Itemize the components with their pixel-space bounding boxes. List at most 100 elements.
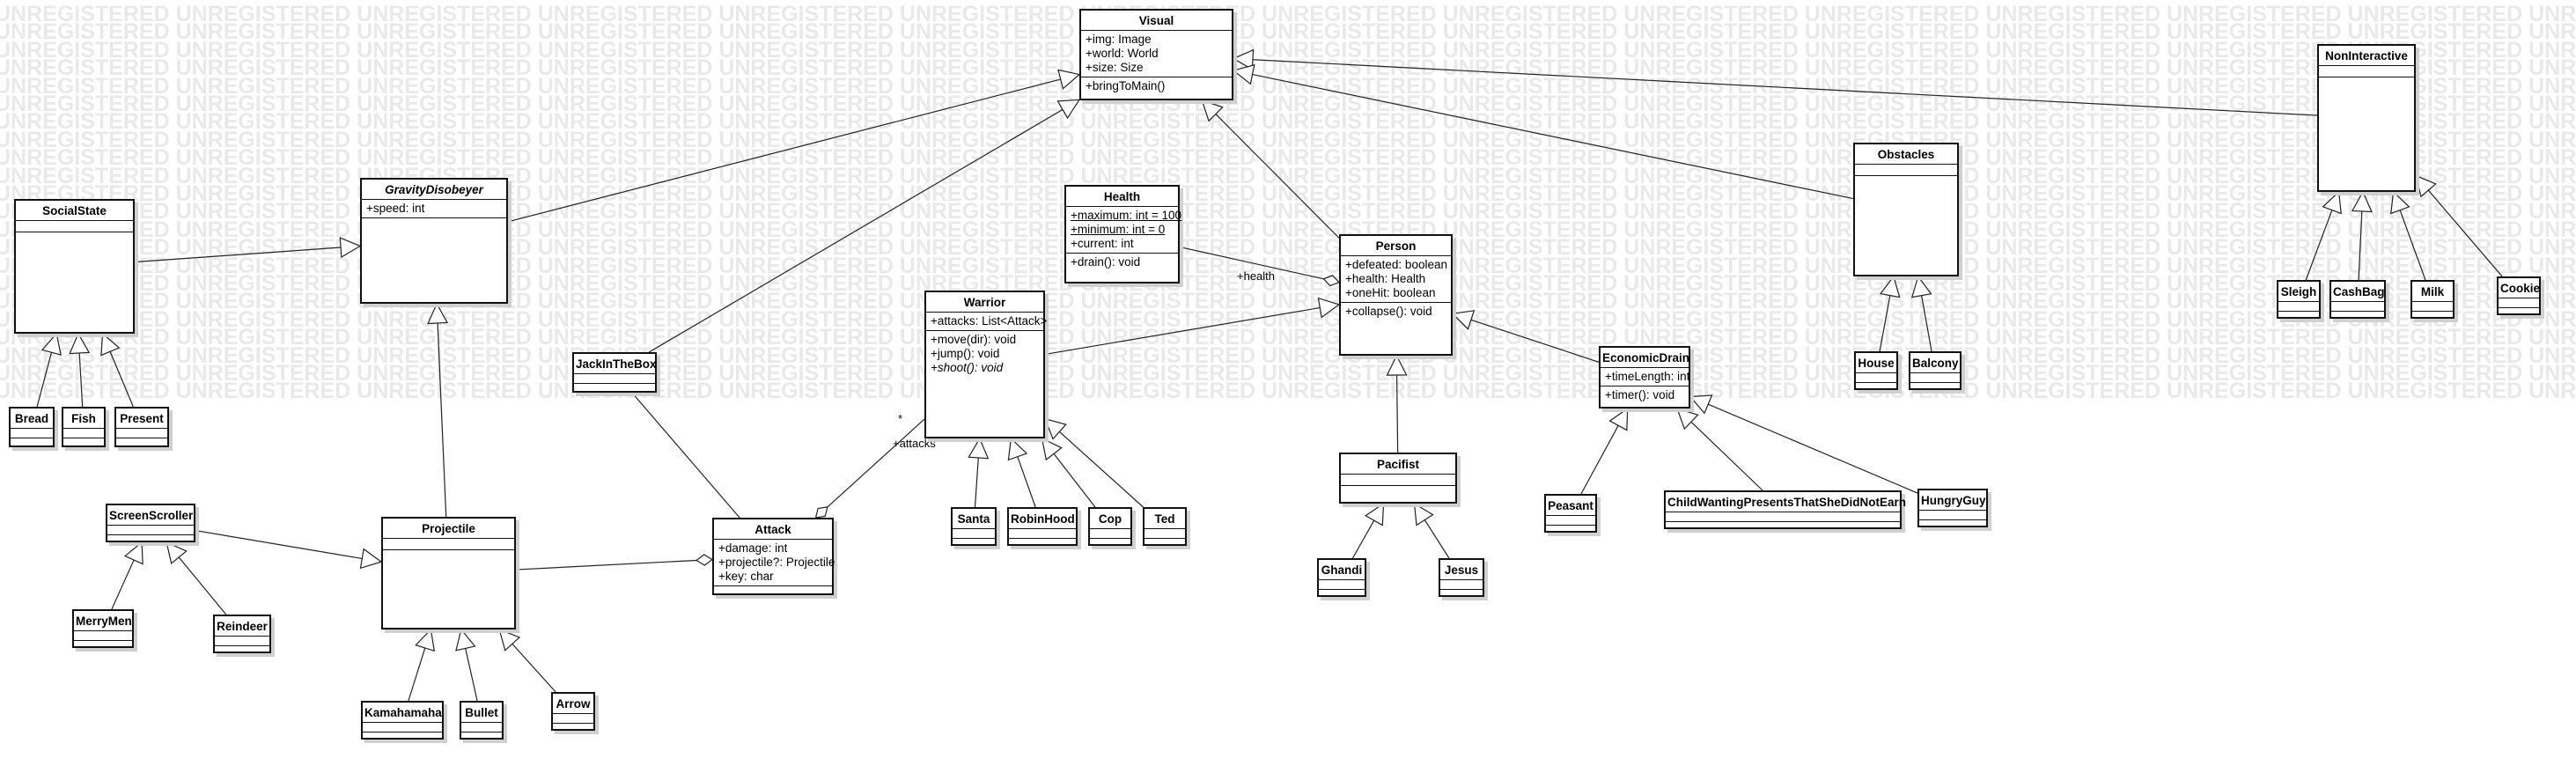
class-house[interactable]: House <box>1854 351 1898 390</box>
generalization-arrowhead <box>968 437 990 460</box>
attribute-section <box>2319 66 2414 77</box>
generalization-line <box>2358 210 2363 281</box>
attribute-section <box>1440 580 1483 590</box>
class-cashbag[interactable]: CashBag <box>2329 280 2386 319</box>
association-line <box>631 392 740 519</box>
class-noninteractive[interactable]: NonInteractive <box>2317 44 2416 192</box>
class-screenscroller[interactable]: ScreenScroller <box>106 504 195 542</box>
association-label-health: +health <box>1237 269 1276 283</box>
class-bread[interactable]: Bread <box>9 407 55 447</box>
generalization-line <box>974 457 979 508</box>
class-warrior[interactable]: Warrior +attacks: List<Attack> +move(dir… <box>924 291 1047 438</box>
attribute: +damage: int <box>718 541 788 555</box>
aggregation-diamond <box>814 506 828 519</box>
class-present[interactable]: Present <box>114 407 169 447</box>
class-bullet[interactable]: Bullet <box>460 701 504 740</box>
operation-section <box>1009 539 1076 548</box>
class-ghandi[interactable]: Ghandi <box>1317 558 1366 597</box>
operation-section <box>1856 383 1896 392</box>
class-ted[interactable]: Ted <box>1143 507 1187 546</box>
class-name: EconomicDrain <box>1601 348 1689 368</box>
class-pacifist[interactable]: Pacifist <box>1339 453 1457 504</box>
operation-section <box>1440 590 1483 599</box>
class-jackinthebox[interactable]: JackInTheBox <box>572 352 657 393</box>
operation-section <box>2499 308 2539 317</box>
generalization-line <box>408 647 426 702</box>
attribute-section <box>953 529 995 539</box>
class-cookie[interactable]: Cookie <box>2497 276 2541 315</box>
class-attack[interactable]: Attack +damage: int +projectile?: Projec… <box>712 518 835 595</box>
generalization-line <box>1470 319 1600 363</box>
class-name: Jesus <box>1440 560 1483 580</box>
class-projectile[interactable]: Projectile <box>381 517 516 629</box>
class-fish[interactable]: Fish <box>62 407 106 447</box>
association-label-attacks: +attacks <box>893 437 936 450</box>
generalization-arrowhead <box>1056 99 1081 120</box>
class-name: Warrior <box>926 292 1043 313</box>
generalization-line <box>2427 189 2503 277</box>
class-reindeer[interactable]: Reindeer <box>213 615 271 653</box>
operation: +drain(): void <box>1071 255 1141 269</box>
class-kamahamaha[interactable]: Kamahamaha <box>361 701 444 740</box>
generalization-arrowhead <box>1676 408 1699 431</box>
attribute: +maximum: int = 100 <box>1071 209 1182 222</box>
class-name: Person <box>1341 236 1451 256</box>
attribute-section <box>1856 373 1896 383</box>
class-santa[interactable]: Santa <box>951 507 997 546</box>
attribute-section <box>11 429 53 438</box>
attribute-section <box>574 374 655 384</box>
generalization-line <box>1351 519 1375 559</box>
attribute-section <box>553 714 593 724</box>
class-merrymen[interactable]: MerryMen <box>72 609 134 648</box>
class-milk[interactable]: Milk <box>2410 280 2455 319</box>
generalization-arrowhead <box>1451 310 1476 330</box>
class-childwanting[interactable]: ChildWantingPresentsThatSheDidNotEarn <box>1664 490 1906 529</box>
generalization-arrowhead <box>1413 502 1434 526</box>
class-hungryguy[interactable]: HungryGuy <box>1917 489 1988 527</box>
generalization-arrowhead <box>455 628 476 652</box>
attribute-section <box>2499 298 2539 308</box>
class-economicdrain[interactable]: EconomicDrain +timeLength: int +timer():… <box>1599 346 1690 409</box>
class-robinhood[interactable]: RobinHood <box>1007 507 1078 546</box>
attribute: +img: Image <box>1086 33 1152 46</box>
generalization-line <box>2305 210 2333 281</box>
generalization-arrowhead <box>2351 190 2373 213</box>
attribute-section: +timeLength: int <box>1601 368 1689 386</box>
class-name: Obstacles <box>1855 144 1957 165</box>
operation: +timer(): void <box>1605 388 1675 401</box>
operation: +shoot(): void <box>931 361 1004 374</box>
operation-section <box>116 438 167 447</box>
generalization-arrowhead <box>1044 417 1067 440</box>
operation: +collapse(): void <box>1345 305 1432 318</box>
generalization-line <box>1058 431 1144 508</box>
class-obstacles[interactable]: Obstacles <box>1853 143 1959 276</box>
operation-section <box>2278 312 2319 320</box>
attribute: +health: Health <box>1345 272 1426 285</box>
attribute: +defeated: boolean <box>1345 258 1447 271</box>
operation-section <box>461 733 502 741</box>
attribute: +world: World <box>1086 47 1159 60</box>
generalization-line <box>1921 295 1932 352</box>
class-socialstate[interactable]: SocialState <box>14 199 135 334</box>
class-health[interactable]: Health +maximum: int = 100 +minimum: int… <box>1064 185 1182 283</box>
class-cop[interactable]: Cop <box>1088 507 1132 546</box>
attribute: +current: int <box>1071 237 1134 250</box>
class-balcony[interactable]: Balcony <box>1909 351 1961 390</box>
attribute-section <box>1666 512 1900 522</box>
operation-section: +drain(): void <box>1066 254 1178 271</box>
class-arrow[interactable]: Arrow <box>551 692 595 731</box>
attribute: +oneHit: boolean <box>1345 286 1436 299</box>
generalization-line <box>437 322 447 518</box>
class-person[interactable]: Person +defeated: boolean +health: Healt… <box>1339 234 1453 356</box>
class-sleigh[interactable]: Sleigh <box>2277 280 2321 319</box>
operation-section <box>1144 539 1185 548</box>
class-jesus[interactable]: Jesus <box>1439 558 1484 597</box>
operation-section <box>107 535 194 544</box>
class-visual[interactable]: Visual +img: Image +world: World +size: … <box>1079 9 1233 100</box>
class-peasant[interactable]: Peasant <box>1544 494 1597 533</box>
attribute-section <box>383 539 514 550</box>
operation-section <box>574 384 655 393</box>
class-gravitydisobeyer[interactable]: GravityDisobeyer +speed: int <box>360 178 508 304</box>
attribute-section <box>74 631 132 641</box>
attribute-section <box>1546 516 1595 526</box>
